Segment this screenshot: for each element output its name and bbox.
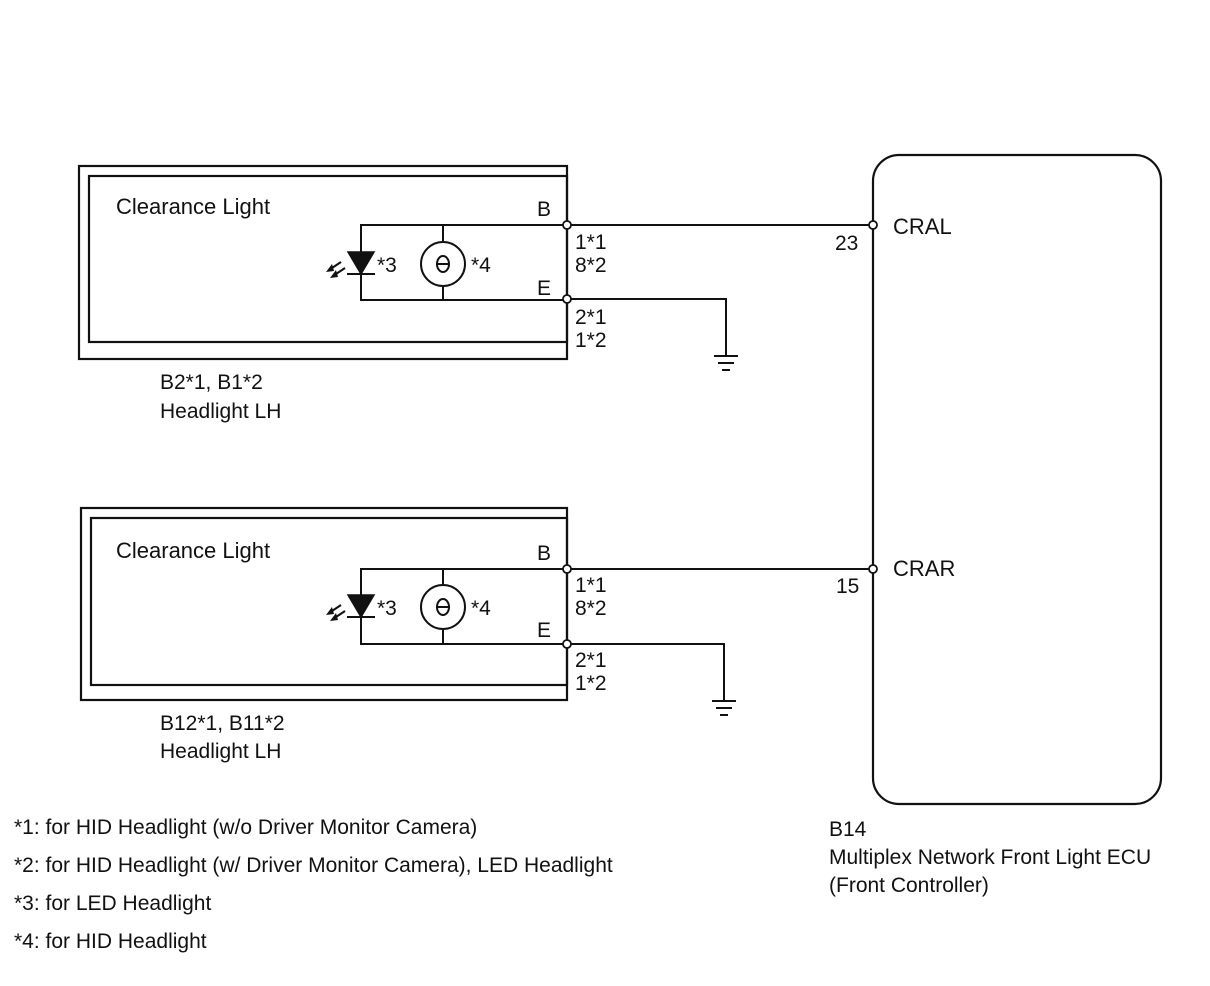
ecu-name-sub: (Front Controller) — [829, 874, 989, 897]
ground-wire-lower — [567, 643, 725, 700]
footnotes: *1: for HID Headlight (w/o Driver Monito… — [14, 816, 613, 953]
front-light-ecu: CRAL 23 CRAR 15 B14 Multiplex Network Fr… — [829, 153, 1163, 897]
footnote-2: *2: for HID Headlight (w/ Driver Monitor… — [14, 854, 613, 877]
terminal-e-label: E — [537, 277, 551, 300]
headlight-lh-upper: Clearance Light B E *3 *4 1*1 8*2 2*1 1*… — [77, 164, 607, 423]
ecu-name: Multiplex Network Front Light ECU — [829, 846, 1151, 869]
led-icon — [326, 594, 376, 621]
headlight-outer-frame — [79, 506, 569, 702]
footnote-3: *3: for LED Headlight — [14, 892, 211, 915]
ecu-terminal-crar: CRAR — [893, 556, 955, 581]
pin-e-number-2: 1*2 — [575, 672, 607, 695]
led-reference: *3 — [377, 254, 397, 277]
component-name: Headlight LH — [160, 740, 281, 763]
connector-pin-b — [562, 220, 572, 230]
led-icon — [326, 251, 376, 278]
component-name: Headlight LH — [160, 400, 281, 423]
ecu-pin-cral — [868, 220, 878, 230]
pin-b-number-1: 1*1 — [575, 231, 607, 254]
headlight-inner-frame — [87, 174, 569, 344]
bulb-reference: *4 — [471, 597, 491, 620]
connector-code: B12*1, B11*2 — [160, 712, 285, 735]
pin-e-number-2: 1*2 — [575, 329, 607, 352]
terminal-e-label: E — [537, 619, 551, 642]
terminal-b-label: B — [537, 198, 551, 221]
ecu-pin-number-15: 15 — [836, 575, 859, 598]
pin-e-number-1: 2*1 — [575, 306, 607, 329]
connector-pin-e — [562, 639, 572, 649]
pin-b-number-2: 8*2 — [575, 254, 607, 277]
footnote-4: *4: for HID Headlight — [14, 930, 207, 953]
ground-icon — [714, 355, 738, 371]
bulb-icon — [420, 241, 466, 287]
pin-e-number-1: 2*1 — [575, 649, 607, 672]
clearance-light-label: Clearance Light — [116, 194, 270, 219]
ecu-terminal-cral: CRAL — [893, 214, 952, 239]
headlight-lh-lower: Clearance Light B E *3 *4 1*1 8*2 2*1 1*… — [79, 506, 607, 763]
terminal-b-label: B — [537, 542, 551, 565]
connector-pin-b — [562, 564, 572, 574]
bulb-icon — [420, 584, 466, 630]
ecu-box — [871, 153, 1163, 806]
connector-code: B2*1, B1*2 — [160, 371, 263, 394]
pin-b-number-2: 8*2 — [575, 597, 607, 620]
ecu-pin-number-23: 23 — [835, 232, 858, 255]
bulb-reference: *4 — [471, 254, 491, 277]
ecu-connector-code: B14 — [829, 818, 867, 841]
ground-wire-upper — [567, 298, 727, 355]
ground-icon — [712, 700, 736, 716]
connector-pin-e — [562, 294, 572, 304]
headlight-inner-frame — [89, 516, 569, 687]
clearance-light-label: Clearance Light — [116, 538, 270, 563]
footnote-1: *1: for HID Headlight (w/o Driver Monito… — [14, 816, 477, 839]
led-reference: *3 — [377, 597, 397, 620]
ecu-pin-crar — [868, 564, 878, 574]
pin-b-number-1: 1*1 — [575, 574, 607, 597]
